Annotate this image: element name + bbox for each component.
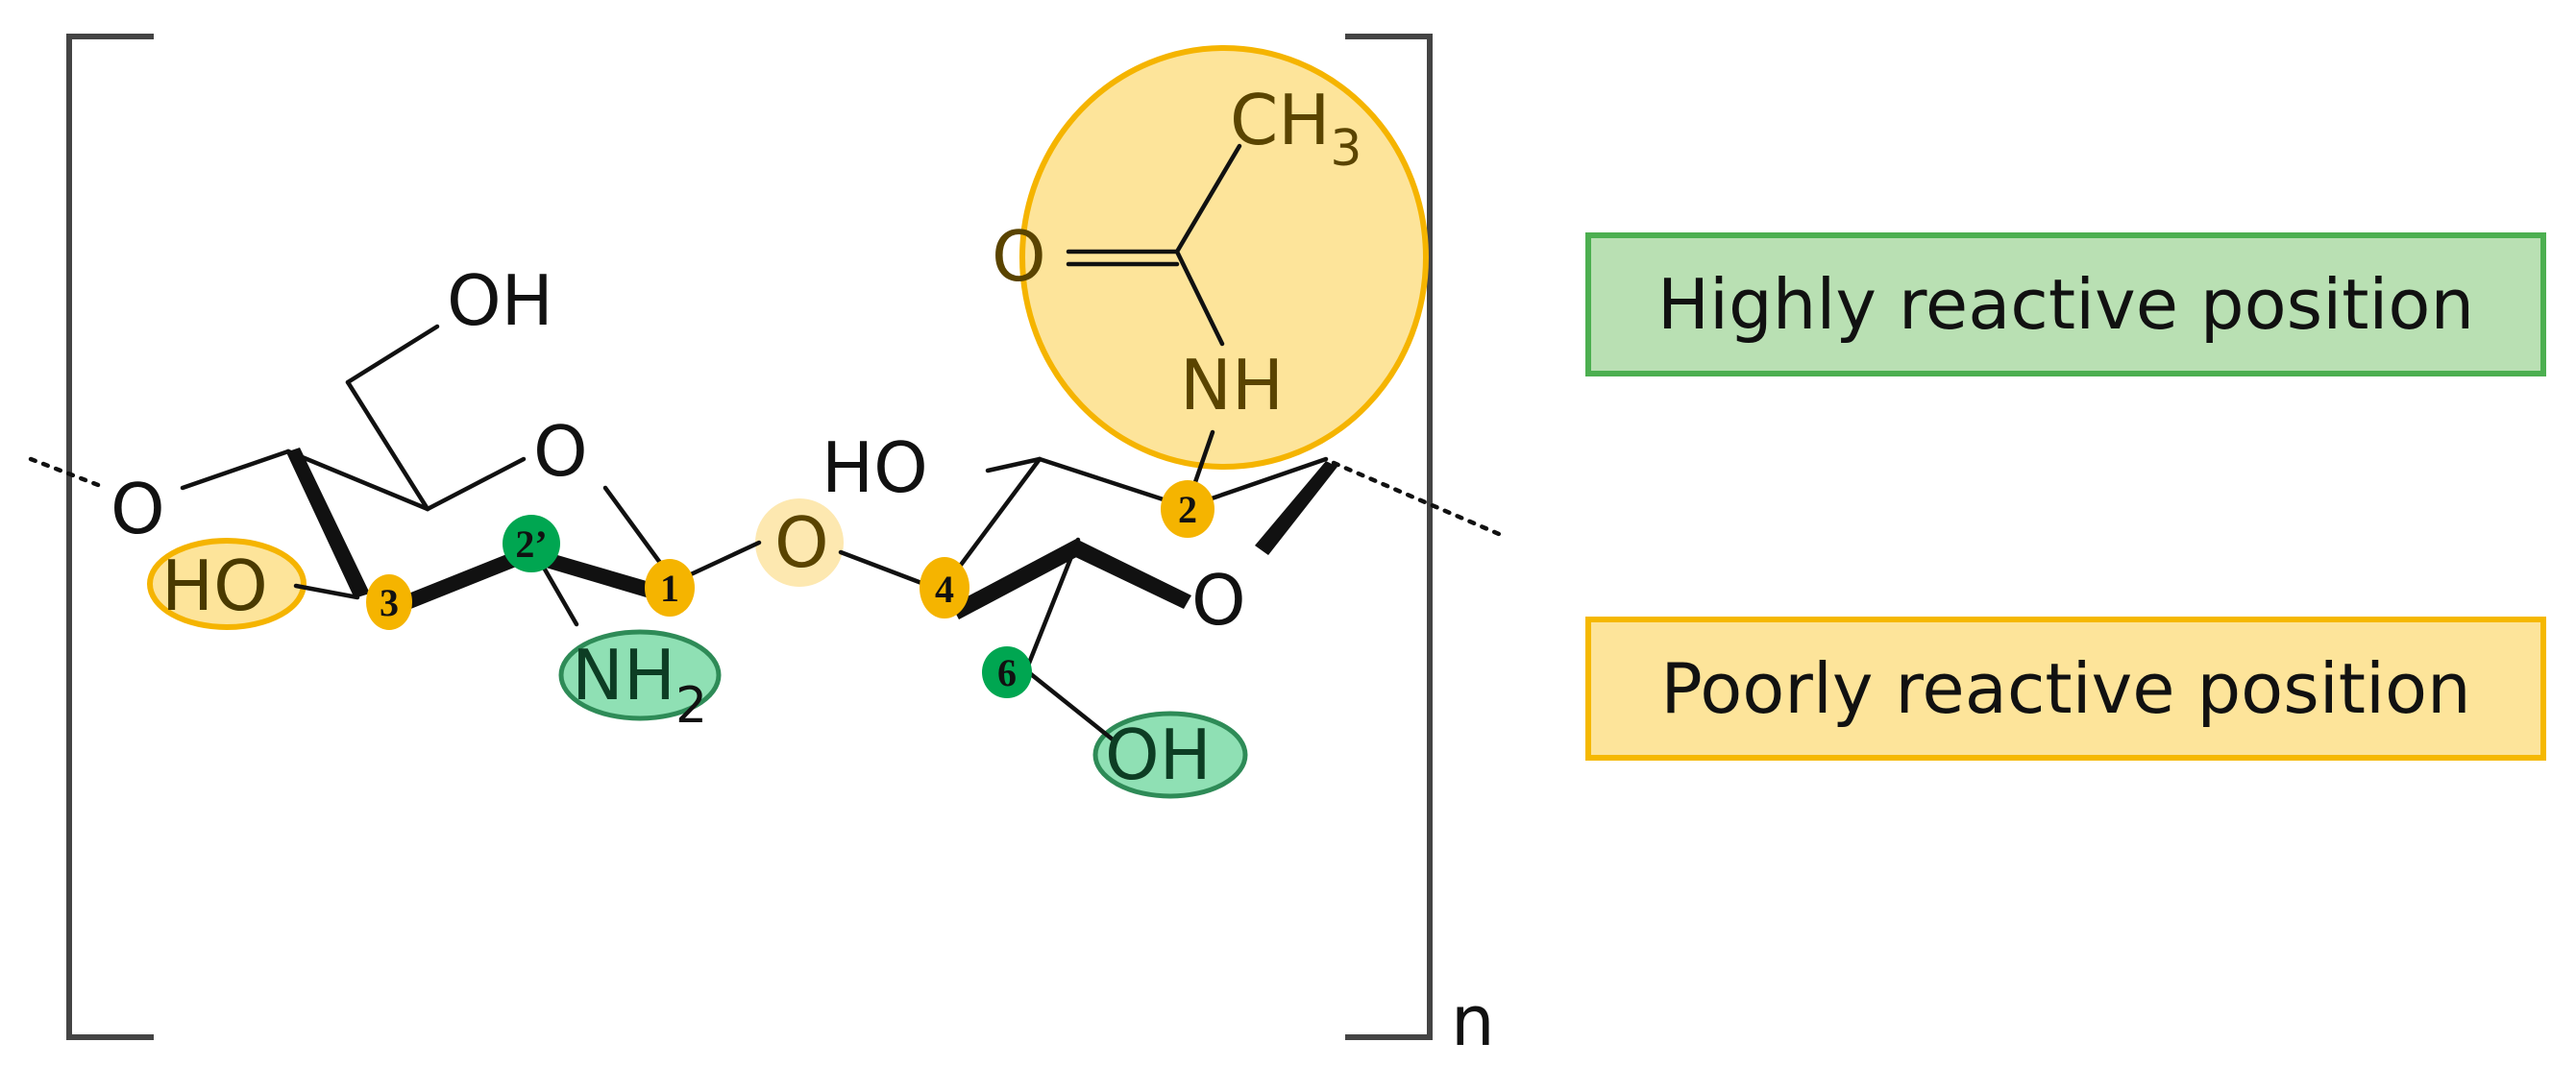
position-3-label: 3 <box>380 581 399 624</box>
right-bracket <box>1345 34 1433 1040</box>
atom-oh-top: OH <box>447 260 553 341</box>
atom-ho-left: HO <box>161 546 268 626</box>
atom-ho-mid: HO <box>822 427 928 508</box>
position-6-marker: 6 <box>982 646 1032 698</box>
left-bracket <box>66 34 154 1040</box>
legend-poorly-reactive-label: Poorly reactive position <box>1660 648 2471 729</box>
legend-highly-reactive-label: Highly reactive position <box>1656 264 2475 345</box>
wedge-bonds <box>288 448 1337 619</box>
atom-ring1-o: O <box>533 411 588 492</box>
nh2-highlight <box>558 629 722 721</box>
atom-ring2-o: O <box>1191 560 1246 641</box>
position-2prime-marker: 2’ <box>503 515 560 572</box>
oh-c6-highlight <box>1092 711 1248 799</box>
position-4-marker: 4 <box>920 557 969 618</box>
ho-c3-highlight <box>147 538 307 630</box>
position-4-label: 4 <box>935 568 954 611</box>
atom-ch3: CH3 <box>1230 80 1362 178</box>
position-6-label: 6 <box>997 651 1017 694</box>
position-1-marker: 1 <box>645 559 695 617</box>
position-2prime-label: 2’ <box>515 522 547 566</box>
legend-poorly-reactive: Poorly reactive position <box>1585 617 2546 761</box>
bonds <box>28 143 1502 742</box>
atom-carbonyl-o: O <box>992 216 1046 297</box>
legend-highly-reactive: Highly reactive position <box>1585 232 2546 376</box>
atom-nh2: NH2 <box>572 635 707 735</box>
position-2-marker: 2 <box>1161 480 1214 538</box>
position-1-label: 1 <box>660 567 679 610</box>
atom-oh-bottom: OH <box>1105 715 1212 795</box>
bridge-o-highlight <box>755 498 844 587</box>
position-2-label: 2 <box>1178 488 1197 531</box>
acetamide-highlight <box>1019 45 1429 470</box>
repeat-unit-n: n <box>1451 981 1495 1061</box>
atom-nh: NH <box>1180 345 1284 425</box>
atom-left-o: O <box>110 469 165 549</box>
atom-bridge-o: O <box>774 502 829 583</box>
position-3-marker: 3 <box>366 574 412 630</box>
